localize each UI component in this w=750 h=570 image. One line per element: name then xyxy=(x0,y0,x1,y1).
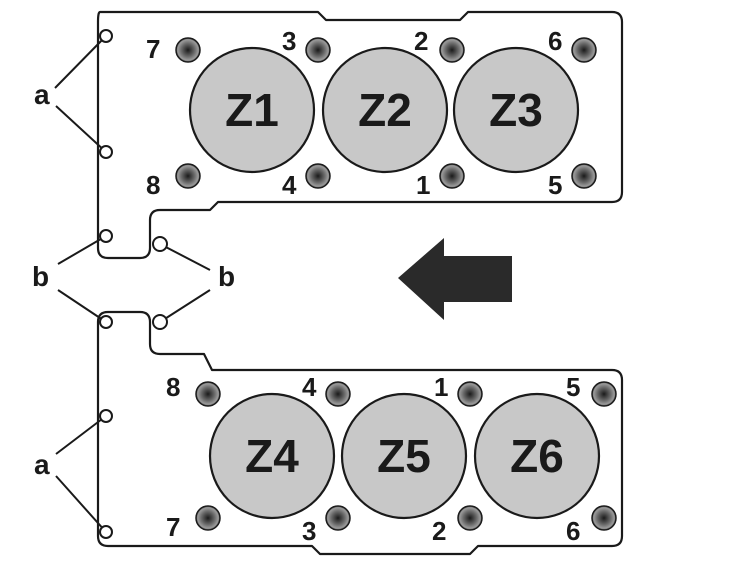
label-b-right: b xyxy=(218,261,235,292)
head-bolt xyxy=(305,37,331,63)
bolt-number: 7 xyxy=(166,512,180,542)
label-a-bottom: a xyxy=(34,449,50,480)
bolt-number: 6 xyxy=(548,26,562,56)
bolt-number: 8 xyxy=(166,372,180,402)
cylinder-label: Z5 xyxy=(377,430,431,482)
bolt-number: 2 xyxy=(432,516,446,546)
head-bolt xyxy=(305,163,331,189)
head-bolt xyxy=(175,163,201,189)
cylinder-z6 xyxy=(473,392,601,520)
dowel-pin xyxy=(99,145,113,159)
cylinder-label: Z3 xyxy=(489,84,543,136)
cylinder-z5 xyxy=(340,392,468,520)
head-bolt xyxy=(457,505,483,531)
cylinder-label: Z4 xyxy=(245,430,299,482)
cylinder-label: Z2 xyxy=(358,84,412,136)
head-bolt xyxy=(591,381,617,407)
head-bolt xyxy=(195,381,221,407)
label-a-top: a xyxy=(34,79,50,110)
lower-head-outline xyxy=(96,310,624,556)
cylinder-label: Z6 xyxy=(510,430,564,482)
bolt-number: 4 xyxy=(302,372,317,402)
bolt-number: 7 xyxy=(146,34,160,64)
head-bolt xyxy=(175,37,201,63)
head-bolt xyxy=(571,37,597,63)
cylinder-label: Z1 xyxy=(225,84,279,136)
head-bolt xyxy=(457,381,483,407)
bolt-number: 6 xyxy=(566,516,580,546)
leader-b-left xyxy=(57,235,107,323)
dowel-pin xyxy=(152,314,168,330)
head-bolt xyxy=(439,163,465,189)
bolt-number: 4 xyxy=(282,170,297,200)
head-bolt xyxy=(325,381,351,407)
upper-head-outline xyxy=(96,10,624,260)
direction-arrow xyxy=(398,238,512,320)
head-bolt xyxy=(571,163,597,189)
cylinder-z3 xyxy=(452,46,580,174)
dowel-pin xyxy=(99,29,113,43)
bolt-number: 5 xyxy=(548,170,562,200)
dowel-pin xyxy=(99,525,113,539)
cylinder-z2 xyxy=(321,46,449,174)
dowel-pin xyxy=(99,315,113,329)
head-bolt xyxy=(439,37,465,63)
dowel-pin xyxy=(99,409,113,423)
head-bolt xyxy=(325,505,351,531)
bolt-number: 1 xyxy=(416,170,430,200)
bolt-number: 1 xyxy=(434,372,448,402)
bolt-number: 8 xyxy=(146,170,160,200)
leader-a-bottom xyxy=(55,415,107,533)
label-b-left: b xyxy=(32,261,49,292)
cylinder-z1 xyxy=(188,46,316,174)
dowel-pin xyxy=(99,229,113,243)
bolt-number: 5 xyxy=(566,372,580,402)
head-bolt xyxy=(195,505,221,531)
dowel-pin xyxy=(152,236,168,252)
head-bolt xyxy=(591,505,617,531)
leader-a-top xyxy=(54,35,107,153)
cylinder-z4 xyxy=(208,392,336,520)
bolt-number: 3 xyxy=(282,26,296,56)
leader-b-right xyxy=(159,243,211,323)
bolt-number: 3 xyxy=(302,516,316,546)
bolt-number: 2 xyxy=(414,26,428,56)
